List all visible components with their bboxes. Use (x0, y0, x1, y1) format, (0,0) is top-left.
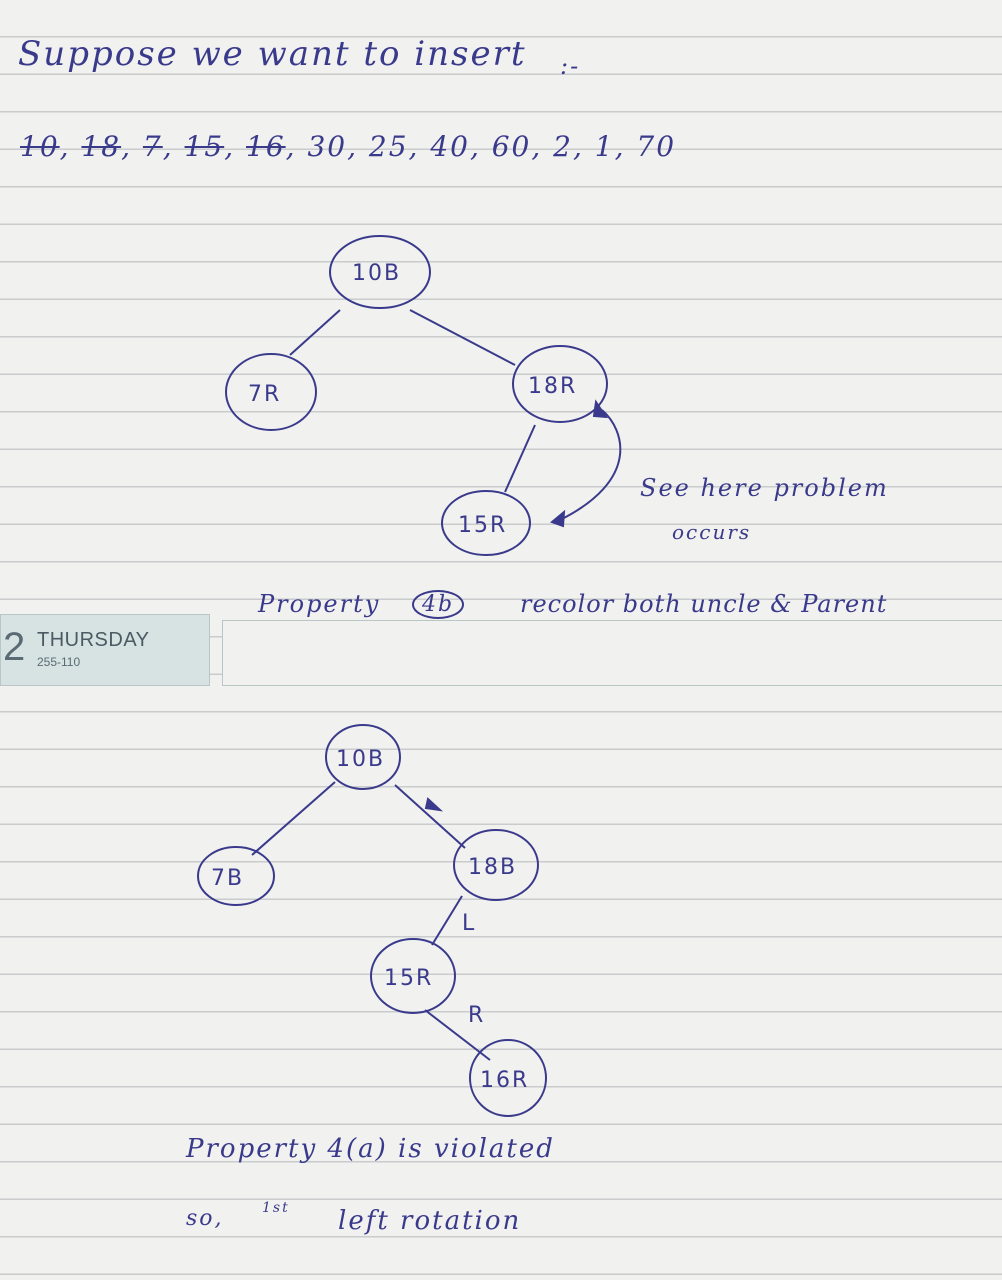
node-circle (225, 353, 317, 431)
node-label: 15R (458, 513, 507, 538)
node-circle (512, 345, 608, 423)
property-circled: 4b (412, 590, 465, 619)
rotation-prefix: so, (186, 1206, 224, 1231)
date-day: 2 (3, 625, 26, 669)
node-label: 10B (352, 261, 401, 286)
struck-value: 7 (142, 130, 163, 163)
property-label: Property (258, 590, 381, 618)
edge-root-left (289, 309, 341, 356)
node-label: 18R (528, 374, 577, 399)
edge-root-right (409, 309, 516, 366)
arrow-head (550, 509, 566, 528)
node-circle (441, 490, 531, 556)
violation-note: Property 4(a) is violated (186, 1134, 555, 1164)
rotation-ordinal: 1st (262, 1200, 290, 1216)
arrow-head (592, 399, 608, 419)
tree-1: 10B 7R 18R 15R (225, 235, 622, 556)
recolor-note: recolor both uncle & Parent (520, 590, 888, 618)
date-weekday: THURSDAY (37, 629, 150, 651)
insertion-sequence: 10, 18, 7, 15, 16, 30, 25, 40, 60, 2, 1,… (20, 130, 677, 163)
day-count: 255-110 (37, 655, 81, 669)
struck-value: 10 (20, 130, 60, 163)
problem-note: See here problem (640, 474, 889, 502)
struck-value: 15 (184, 130, 225, 163)
struck-value: 16 (246, 130, 286, 163)
problem-note-cont: occurs (672, 520, 752, 544)
diary-date-tab: 2 THURSDAY 255-110 (0, 614, 210, 686)
diary-entry-box (222, 620, 1002, 686)
struck-value: 18 (81, 130, 122, 163)
rotation-note: left rotation (338, 1206, 522, 1236)
curved-arrow (559, 409, 622, 521)
heading-suffix: :- (560, 52, 581, 80)
remaining-values: 30, 25, 40, 60, 2, 1, 70 (307, 130, 677, 163)
heading: Suppose we want to insert (18, 34, 527, 74)
edge-right-left (504, 424, 536, 493)
node-circle (329, 235, 431, 309)
node-label: 7R (248, 382, 281, 407)
